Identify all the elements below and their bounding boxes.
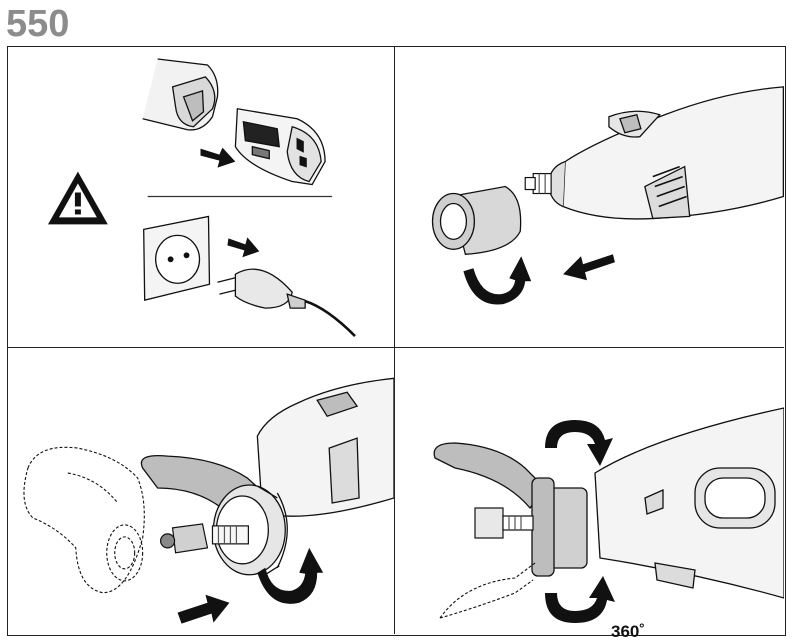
dashed-hand-icon	[439, 562, 536, 619]
page-number: 550	[6, 3, 70, 45]
tool-nose-icon	[547, 86, 784, 220]
collet-icon	[160, 523, 249, 554]
tool-nose-icon	[256, 377, 394, 517]
tool-body-icon	[142, 58, 219, 131]
remove-cap-illustration	[431, 86, 784, 305]
illustration-grid: 360˚	[7, 46, 786, 641]
collet-icon	[474, 507, 534, 539]
panel-rotate-grip: 360˚	[395, 348, 784, 641]
unplug-illustration	[48, 58, 356, 337]
rotate-arrow-icon	[545, 420, 615, 623]
end-cap-icon	[431, 185, 522, 255]
panel-attach-grip	[8, 348, 395, 634]
rotate-arrow-icon	[463, 256, 532, 305]
panel-remove-cap	[395, 47, 784, 348]
wall-socket-icon	[143, 215, 211, 301]
threaded-spindle-icon	[524, 172, 552, 195]
arrow-right-icon	[227, 237, 260, 258]
attach-grip-illustration	[23, 377, 394, 624]
plug-icon	[217, 268, 356, 337]
arrow-left-icon	[563, 254, 615, 281]
rotate-arrow-icon	[257, 547, 324, 604]
rotation-label: 360˚	[611, 622, 646, 641]
detailer-grip-icon	[433, 442, 588, 577]
arrow-right-icon	[177, 594, 230, 624]
warning-icon	[48, 171, 108, 225]
panel-unplug-warning	[8, 47, 395, 348]
rotate-grip-illustration	[433, 407, 784, 623]
tool-body-icon	[594, 407, 784, 599]
dashed-hand-icon	[23, 446, 145, 594]
arrow-right-icon	[200, 147, 236, 168]
battery-icon	[234, 108, 326, 186]
